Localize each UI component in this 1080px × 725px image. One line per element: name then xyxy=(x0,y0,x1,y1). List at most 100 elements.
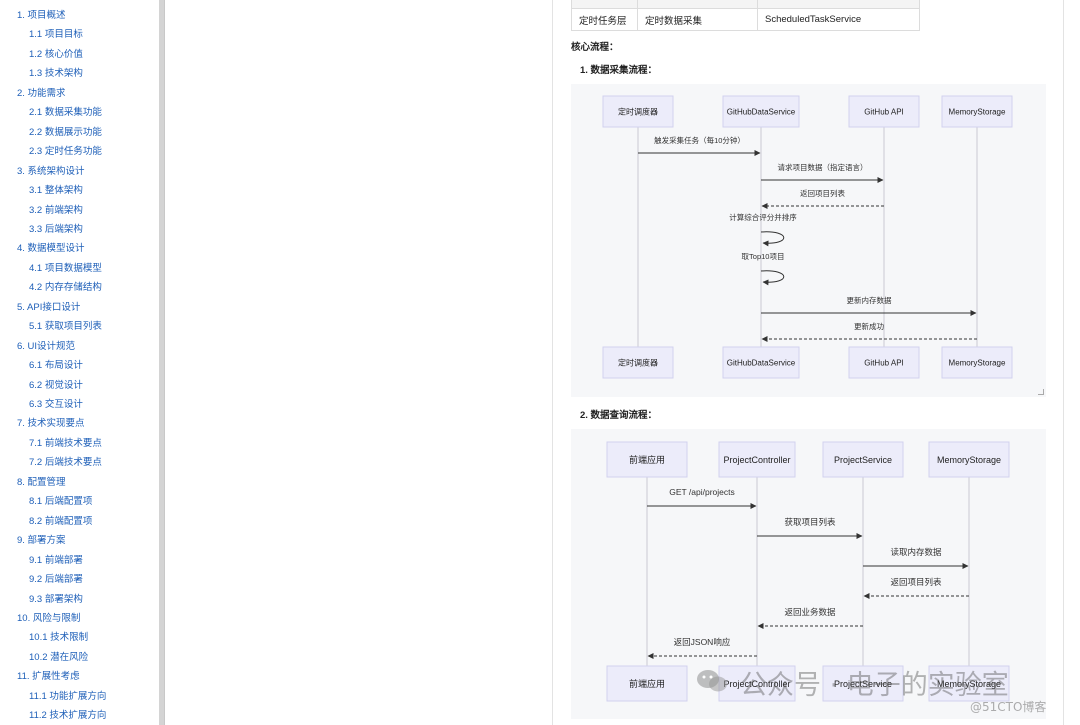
self-message-arrow xyxy=(760,231,785,247)
message-label: 返回JSON响应 xyxy=(674,637,731,647)
table-cell xyxy=(637,0,758,9)
flow1-heading: 1. 数据采集流程： xyxy=(580,65,658,76)
participant-box-bottom xyxy=(848,346,920,379)
message-label: 更新成功 xyxy=(854,321,884,331)
toc-item[interactable]: 7.1 前端技术要点 xyxy=(29,437,102,449)
participant-box-bottom xyxy=(718,665,796,702)
toc-item[interactable]: 4.2 内存存储结构 xyxy=(29,282,102,294)
participant-box-bottom xyxy=(602,346,674,379)
content-left-border xyxy=(552,0,553,725)
toc-item[interactable]: 1.2 核心价值 xyxy=(29,48,83,60)
participant-label: ProjectService xyxy=(834,455,892,465)
toc-item[interactable]: 2.2 数据展示功能 xyxy=(29,126,102,138)
table-cell xyxy=(571,0,638,9)
participant-box xyxy=(928,441,1010,478)
flow2-heading: 2. 数据查询流程： xyxy=(580,410,658,421)
toc-sidebar: 1. 项目概述 1.1 项目目标 1.2 核心价值 1.3 技术架构 2. 功能需求 2.… xyxy=(0,0,160,725)
message-label: 取Top10项目 xyxy=(742,252,785,261)
participant-label: GitHub API xyxy=(864,108,904,117)
sequence-diagram-svg: 定时调度器定时调度器GitHubDataServiceGitHubDataSer… xyxy=(602,95,1013,379)
toc-item[interactable]: 5.1 获取项目列表 xyxy=(29,321,102,333)
participant-label: GitHub API xyxy=(864,359,904,368)
toc-item[interactable]: 1. 项目概述 xyxy=(17,10,66,21)
watermark-text: 公众号 · 电子的实验室 xyxy=(740,670,1009,701)
participant-box-bottom xyxy=(941,346,1013,379)
toc-item[interactable]: 11.2 技术扩展方向 xyxy=(29,710,107,722)
table-cell-component: ScheduledTaskService xyxy=(757,8,920,31)
participant-box xyxy=(941,95,1013,128)
content-right-border xyxy=(1063,0,1064,725)
table-cell-name: 定时数据采集 xyxy=(637,8,758,31)
participant-label: 前端应用 xyxy=(629,678,665,689)
message-label: 获取项目列表 xyxy=(784,517,836,527)
watermark-sub: @51CTO博客 xyxy=(970,700,1047,714)
participant-box-bottom xyxy=(928,665,1010,702)
toc-item[interactable]: 3.2 前端架构 xyxy=(29,204,83,216)
toc-item[interactable]: 9.1 前端部署 xyxy=(29,554,83,566)
resize-handle[interactable] xyxy=(1038,389,1044,395)
message-label: 读取内存数据 xyxy=(890,547,942,557)
participant-box-bottom xyxy=(822,665,904,702)
participant-box xyxy=(606,441,688,478)
toc-item[interactable]: 6.1 布局设计 xyxy=(29,360,83,372)
participant-box xyxy=(602,95,674,128)
toc-item[interactable]: 3.1 整体架构 xyxy=(29,185,83,197)
table-cell xyxy=(757,0,920,9)
sequence-diagram-svg: 前端应用前端应用ProjectControllerProjectControll… xyxy=(606,441,1010,702)
layer-table: 定时任务层 定时数据采集 ScheduledTaskService xyxy=(571,0,920,31)
participant-label: MemoryStorage xyxy=(937,679,1001,689)
message-label: 计算综合评分并排序 xyxy=(729,212,797,222)
message-label: 返回项目列表 xyxy=(800,188,845,198)
toc-item[interactable]: 7.2 后端技术要点 xyxy=(29,457,102,469)
toc-item[interactable]: 2. 功能需求 xyxy=(17,87,66,99)
participant-label: ProjectController xyxy=(723,455,790,465)
toc-item[interactable]: 11.1 功能扩展方向 xyxy=(29,690,107,702)
participant-label: 定时调度器 xyxy=(618,358,658,368)
toc-item[interactable]: 6. UI设计规范 xyxy=(17,340,76,352)
toc-item[interactable]: 1.3 技术架构 xyxy=(29,68,83,80)
toc-item[interactable]: 4.1 项目数据模型 xyxy=(29,262,102,274)
participant-box xyxy=(718,441,796,478)
participant-label: 前端应用 xyxy=(629,454,665,465)
wechat-icon xyxy=(697,670,727,692)
toc-item[interactable]: 2.3 定时任务功能 xyxy=(29,146,102,158)
toc-item[interactable]: 11. 扩展性考虑 xyxy=(17,671,80,683)
toc-item[interactable]: 4. 数据模型设计 xyxy=(17,243,85,255)
participant-label: GitHubDataService xyxy=(727,359,796,368)
table-row xyxy=(571,0,920,9)
participant-box xyxy=(848,95,920,128)
toc-item[interactable]: 10. 风险与限制 xyxy=(17,612,81,624)
toc-item[interactable]: 2.1 数据采集功能 xyxy=(29,107,102,119)
core-flow-heading: 核心流程： xyxy=(571,42,619,53)
toc-item[interactable]: 7. 技术实现要点 xyxy=(17,418,85,430)
toc-item[interactable]: 6.3 交互设计 xyxy=(29,399,83,410)
table-row: 定时任务层 定时数据采集 ScheduledTaskService xyxy=(571,8,920,31)
toc-item[interactable]: 6.2 视觉设计 xyxy=(29,379,83,391)
toc-item[interactable]: 9. 部署方案 xyxy=(17,535,66,547)
toc-item[interactable]: 10.2 潜在风险 xyxy=(29,651,89,663)
toc-item[interactable]: 8.1 后端配置项 xyxy=(29,496,93,508)
table-cell-layer: 定时任务层 xyxy=(571,8,638,31)
toc-item[interactable]: 9.2 后端部署 xyxy=(29,574,83,586)
participant-box xyxy=(822,441,904,478)
toc-item[interactable]: 9.3 部署架构 xyxy=(29,593,83,605)
participant-box-bottom xyxy=(606,665,688,702)
participant-label: MemoryStorage xyxy=(937,455,1001,465)
participant-label: MemoryStorage xyxy=(949,359,1006,368)
toc-item[interactable]: 1.1 项目目标 xyxy=(29,29,83,41)
participant-label: 定时调度器 xyxy=(618,107,658,117)
sidebar-scrollbar-thumb[interactable] xyxy=(159,0,165,725)
toc-item[interactable]: 10.1 技术限制 xyxy=(29,632,89,644)
participant-label: GitHubDataService xyxy=(727,108,796,117)
toc-item[interactable]: 8. 配置管理 xyxy=(17,476,66,488)
toc-item[interactable]: 3. 系统架构设计 xyxy=(17,165,85,177)
toc-item[interactable]: 8.2 前端配置项 xyxy=(29,515,93,527)
message-label: GET /api/projects xyxy=(669,487,735,497)
participant-box-bottom xyxy=(722,346,800,379)
participant-label: ProjectController xyxy=(723,679,790,689)
toc-item[interactable]: 3.3 后端架构 xyxy=(29,223,83,235)
toc-item[interactable]: 5. API接口设计 xyxy=(17,301,81,313)
message-label: 返回业务数据 xyxy=(784,607,836,617)
